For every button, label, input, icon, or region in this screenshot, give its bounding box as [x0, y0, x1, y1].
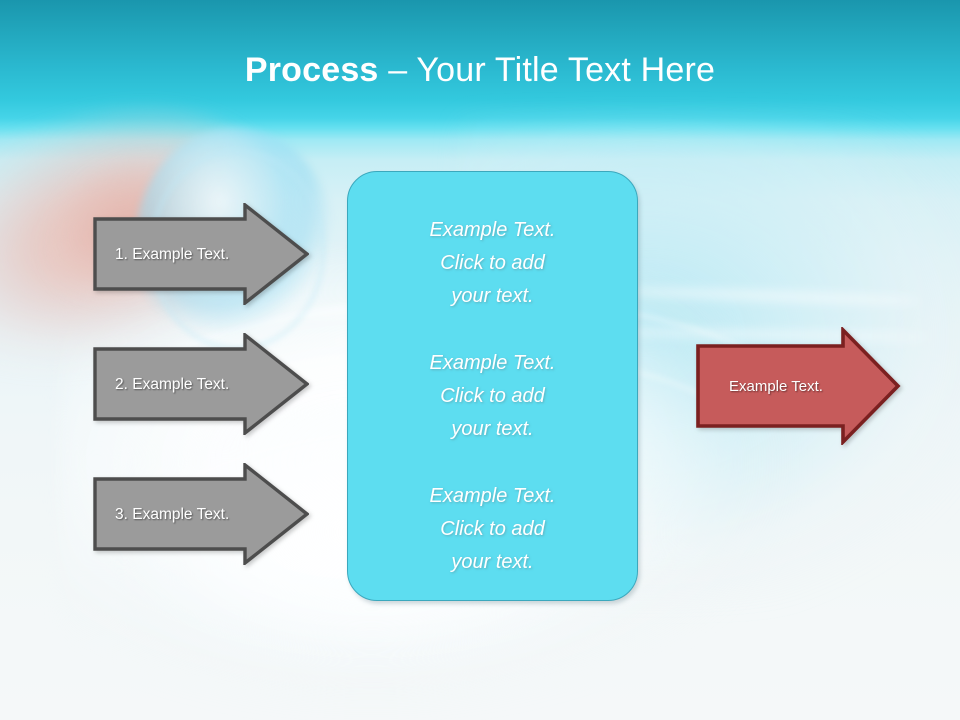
slide-title: Process – Your Title Text Here — [0, 50, 960, 90]
content-panel-block-2: Example Text. Click to add your text. — [429, 352, 556, 440]
slide-title-bold: Process — [244, 51, 389, 89]
content-panel-block-3: Example Text. Click to add your text. — [429, 485, 556, 573]
process-step-label-1: 1. Example Text. — [115, 245, 230, 263]
content-panel[interactable]: Example Text. Click to add your text. Ex… — [347, 171, 638, 601]
process-step-arrow-3[interactable]: 3. Example Text. — [93, 463, 309, 565]
arrow-right-icon — [93, 203, 309, 305]
content-panel-block-1: Example Text. Click to add your text. — [429, 219, 556, 307]
result-arrow-label: Example Text. — [729, 377, 823, 395]
arrow-right-icon — [93, 333, 309, 435]
slide-title-rest: – Your Title Text Here — [388, 51, 716, 89]
process-step-arrow-1[interactable]: 1. Example Text. — [93, 203, 309, 305]
process-step-label-2: 2. Example Text. — [115, 375, 230, 393]
process-step-arrow-2[interactable]: 2. Example Text. — [93, 333, 309, 435]
process-step-label-3: 3. Example Text. — [115, 505, 230, 523]
arrow-right-icon — [93, 463, 309, 565]
arrow-right-icon — [696, 327, 901, 445]
result-arrow[interactable]: Example Text. — [695, 327, 901, 445]
